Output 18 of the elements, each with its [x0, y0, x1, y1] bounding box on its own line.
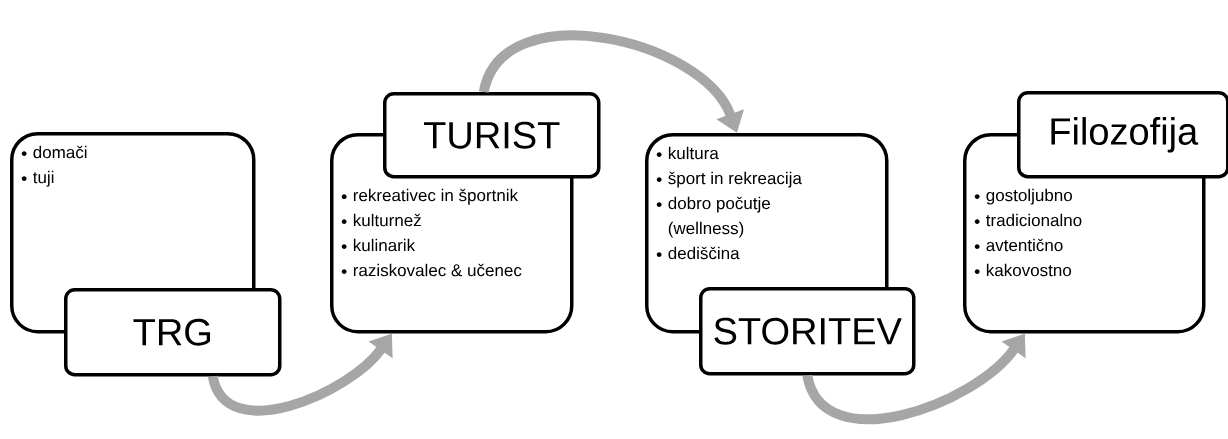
list-item: kulturnež	[353, 213, 421, 227]
title-box: TRG	[64, 288, 282, 377]
title-box: Filozofija	[1017, 91, 1228, 179]
list-item: gostoljubno	[986, 188, 1072, 205]
list-item: tuji	[33, 170, 54, 187]
title-box: STORITEV	[699, 287, 916, 376]
list-item: rekreativec in športnik	[353, 188, 519, 205]
list-item: dobro počutje (wellness)	[668, 196, 770, 238]
list-item: dediščina	[668, 246, 740, 260]
list-item: kakovostno	[986, 263, 1072, 277]
list-item: tradicionalno	[986, 213, 1082, 227]
list-item: kulinarik	[353, 238, 416, 252]
list-item: raziskovalec & učenec	[353, 263, 522, 277]
list-item: šport in rekreacija	[668, 171, 802, 188]
list-item: avtentično	[986, 238, 1063, 252]
list-item: domači	[33, 145, 87, 159]
title-box: TURIST	[383, 92, 601, 179]
list-item: kultura	[668, 146, 719, 160]
